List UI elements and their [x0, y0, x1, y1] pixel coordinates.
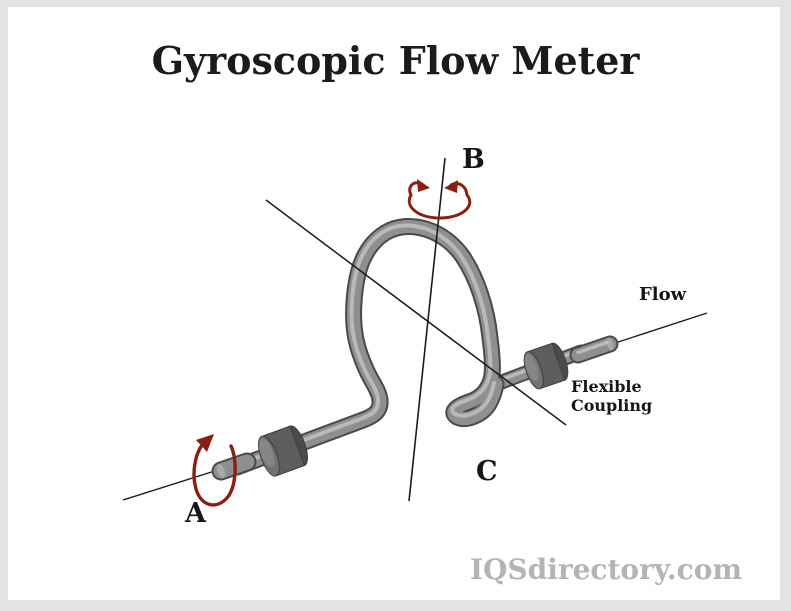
rotation-arrow-a-head [196, 434, 214, 452]
axis-a-line-right [608, 312, 708, 346]
rotation-arrow-b-right-head [444, 180, 458, 193]
pipe-left-tip-endface [216, 463, 226, 479]
axis-b-label: B [462, 144, 485, 175]
left-coupling [258, 425, 308, 477]
page-title: Gyroscopic Flow Meter [151, 38, 640, 83]
axis-c-line [265, 199, 567, 426]
axis-b-line [408, 157, 446, 502]
paper-background [8, 7, 780, 600]
flow-label: Flow [639, 284, 687, 305]
axis-c-label: C [476, 456, 498, 487]
rotation-arrow-a-arc [192, 439, 237, 507]
left-coupling-sheen [258, 438, 275, 467]
pipe-right-tip-body [571, 337, 617, 362]
axis-a-line-left [122, 468, 222, 501]
pipe-loop-highlight [235, 223, 496, 467]
pipe-right-tip-endface [606, 337, 614, 351]
rotation-arrow-b-left-head [417, 179, 430, 192]
rotation-arrow-b [407, 179, 472, 220]
watermark: IQSdirectory.com [469, 553, 742, 586]
right-coupling [523, 342, 569, 390]
right-coupling-sheen [524, 353, 539, 381]
pipe-right-tip-highlight [576, 340, 609, 355]
rotation-arrow-a [192, 434, 237, 507]
rotation-arrow-b-arc [407, 193, 472, 220]
flexible-coupling-label: Flexible Coupling [571, 377, 653, 416]
axis-a-label: A [185, 498, 206, 529]
